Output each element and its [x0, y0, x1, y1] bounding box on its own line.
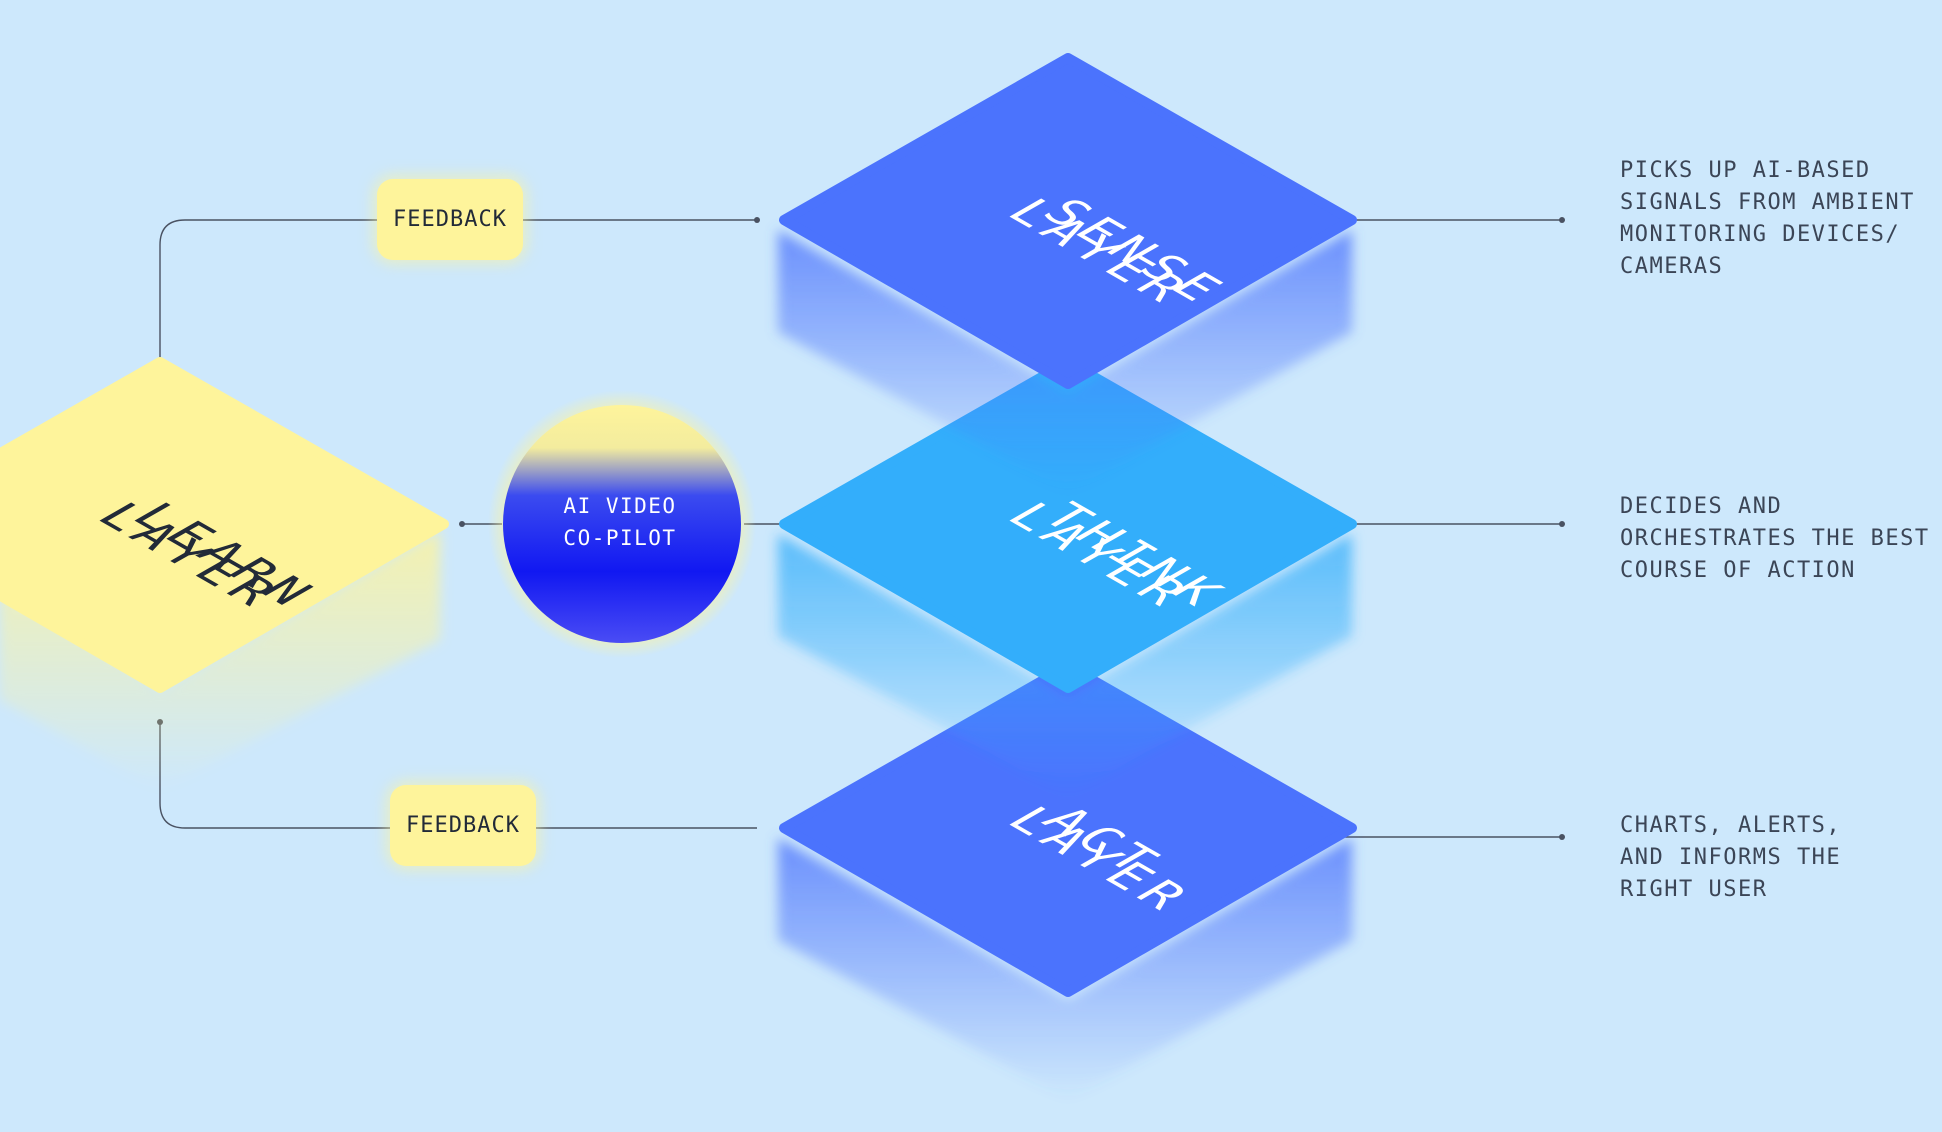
- act-layer: ACT LAYER: [778, 661, 1357, 1100]
- sense-layer-description: PICKS UP AI-BASED SIGNALS FROM AMBIENT M…: [1620, 158, 1915, 279]
- learn-layer: LEARN LAYER: [0, 357, 449, 790]
- feedback-bottom-line-left: [159, 722, 390, 829]
- feedback-badge-top: FEEDBACK: [377, 179, 523, 260]
- learn-layer-plate: [0, 357, 449, 693]
- act-layer-shadow: [778, 838, 1352, 1100]
- copilot-orb: [488, 390, 756, 658]
- think-layer-description: DECIDES AND ORCHESTRATES THE BEST COURSE…: [1620, 494, 1930, 583]
- sense-layer-shadow: [778, 230, 1352, 492]
- sense-layer: SENSE LAYER: [778, 53, 1357, 492]
- copilot-label: AI VIDEO CO-PILOT: [563, 494, 677, 550]
- sense-layer-plate: [779, 53, 1357, 389]
- think-layer-shadow: [778, 534, 1352, 796]
- feedback-top-line-left: [159, 219, 377, 362]
- act-layer-description: CHARTS, ALERTS, AND INFORMS THE RIGHT US…: [1620, 813, 1842, 902]
- copilot-orb-body: [503, 405, 741, 643]
- feedback-badge-bottom: FEEDBACK: [390, 785, 536, 866]
